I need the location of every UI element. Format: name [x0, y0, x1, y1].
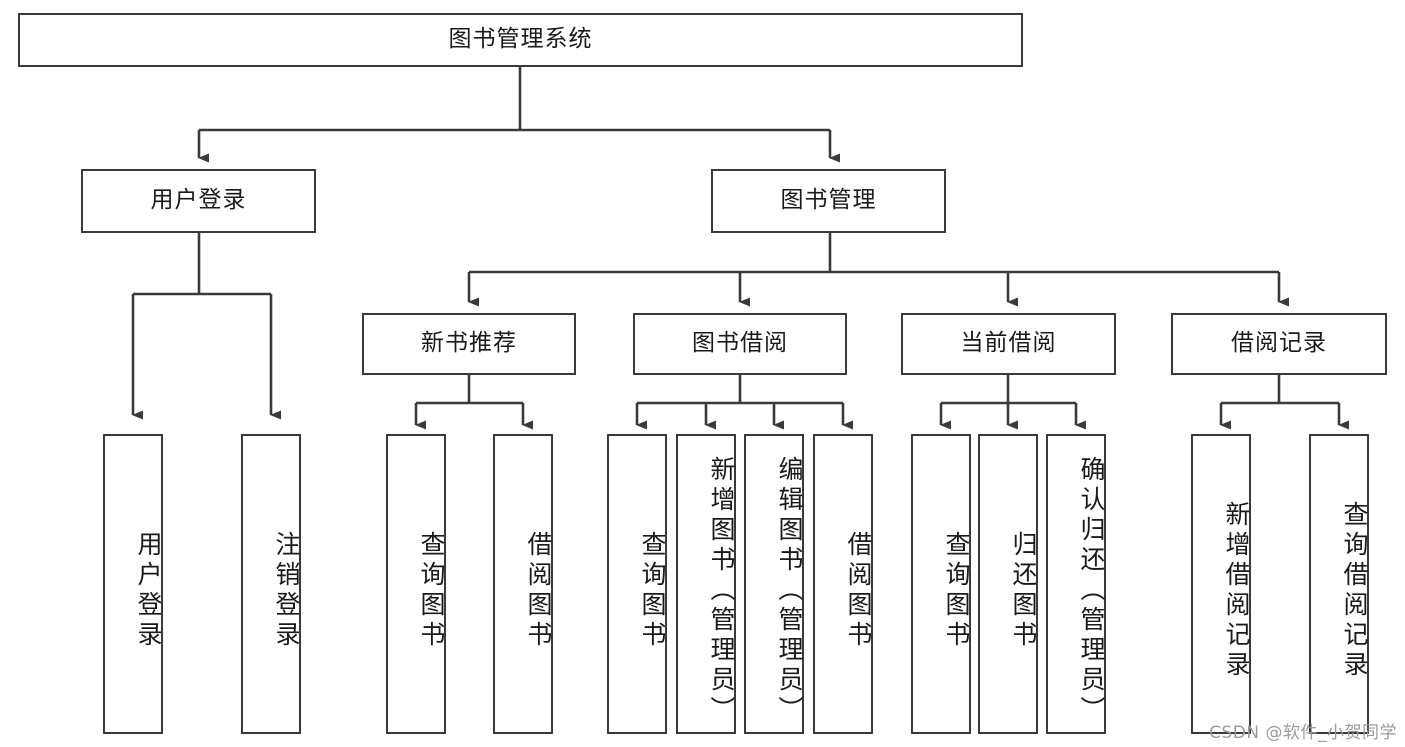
node-root-book-management-system[interactable]: 图书管理系统 [18, 13, 1023, 67]
leaf-user-login-login[interactable]: 用户登录 [103, 434, 163, 734]
node-borrow-record[interactable]: 借阅记录 [1171, 313, 1387, 375]
node-label: 图书管理系统 [448, 26, 593, 53]
node-label: 新增图书（管理员） [707, 456, 736, 726]
leaf-current-borrow-confirm-return-admin[interactable]: 确认归还（管理员） [1046, 434, 1106, 734]
node-label: 查询图书 [638, 531, 667, 651]
node-label: 借阅图书 [524, 531, 553, 651]
node-label: 图书借阅 [692, 330, 788, 357]
node-label: 借阅记录 [1231, 330, 1327, 357]
leaf-new-book-query-book[interactable]: 查询图书 [386, 434, 446, 734]
node-label: 当前借阅 [960, 330, 1057, 357]
node-label: 用户登录 [150, 187, 247, 214]
leaf-book-borrow-edit-book-admin[interactable]: 编辑图书（管理员） [744, 434, 804, 734]
leaf-book-borrow-borrow-book[interactable]: 借阅图书 [813, 434, 873, 734]
node-label: 归还图书 [1009, 531, 1038, 651]
node-label: 用户登录 [134, 531, 163, 651]
node-label: 查询借阅记录 [1340, 501, 1369, 681]
leaf-borrow-record-query-record[interactable]: 查询借阅记录 [1309, 434, 1369, 734]
node-new-book-recommend[interactable]: 新书推荐 [362, 313, 576, 375]
node-label: 确认归还（管理员） [1077, 456, 1106, 726]
leaf-new-book-borrow-book[interactable]: 借阅图书 [493, 434, 553, 734]
node-user-login[interactable]: 用户登录 [81, 169, 316, 233]
node-label: 借阅图书 [844, 531, 873, 651]
node-book-management[interactable]: 图书管理 [711, 169, 946, 233]
node-book-borrow[interactable]: 图书借阅 [633, 313, 847, 375]
node-label: 查询图书 [417, 531, 446, 651]
node-label: 图书管理 [780, 187, 877, 214]
node-label: 查询图书 [942, 531, 971, 651]
leaf-user-login-logout[interactable]: 注销登录 [241, 434, 301, 734]
leaf-current-borrow-return-book[interactable]: 归还图书 [978, 434, 1038, 734]
leaf-borrow-record-add-record[interactable]: 新增借阅记录 [1191, 434, 1251, 734]
node-current-borrow[interactable]: 当前借阅 [901, 313, 1116, 375]
node-label: 新增借阅记录 [1222, 501, 1251, 681]
leaf-current-borrow-query-book[interactable]: 查询图书 [911, 434, 971, 734]
leaf-book-borrow-add-book-admin[interactable]: 新增图书（管理员） [676, 434, 736, 734]
node-label: 新书推荐 [421, 330, 517, 357]
csdn-watermark: CSDN @软件_小贺同学 [1209, 723, 1397, 743]
node-label: 编辑图书（管理员） [775, 456, 804, 726]
leaf-book-borrow-query-book[interactable]: 查询图书 [607, 434, 667, 734]
node-label: 注销登录 [272, 531, 301, 651]
